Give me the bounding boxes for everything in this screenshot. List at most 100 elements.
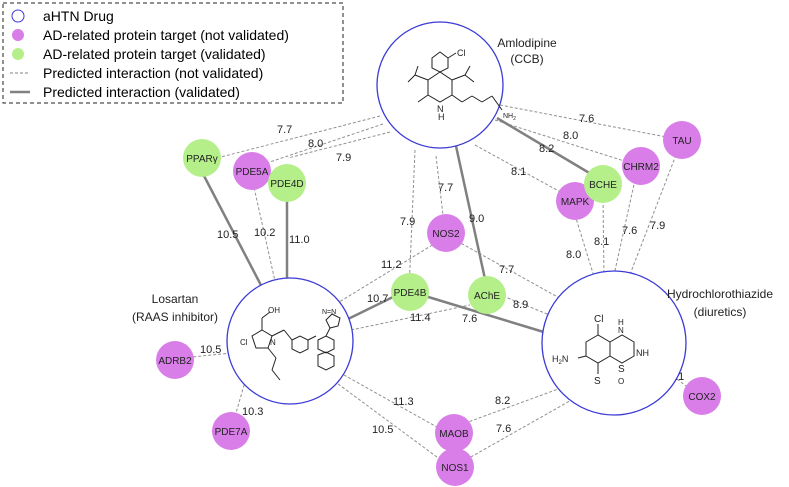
edge-label-los-pde5a: 10.2 bbox=[254, 227, 275, 239]
edge-label-hc-chrm2: 7.6 bbox=[622, 225, 637, 237]
edge-label-hc-nos1: 7.6 bbox=[496, 423, 511, 435]
tau-node[interactable] bbox=[663, 121, 701, 159]
edge-hc-chrm2 bbox=[611, 179, 636, 285]
ache-node[interactable] bbox=[468, 276, 506, 314]
legend: aHTN Drug AD-related protein target (not… bbox=[2, 2, 344, 104]
hctz-name: Hydrochlorothiazide bbox=[667, 287, 773, 301]
losartan-n: N bbox=[270, 338, 276, 347]
bche-node[interactable] bbox=[584, 165, 622, 203]
drug-legend-icon bbox=[11, 9, 25, 23]
edge-labels: 7.7 8.0 7.9 7.7 7.9 9.0 8.1 8.2 8.0 7.6 … bbox=[200, 113, 684, 436]
losartan-atoms: OH Cl N N=N bbox=[240, 306, 336, 347]
edge-label-hc-tau: 7.9 bbox=[650, 220, 665, 232]
amlodipine-structure bbox=[407, 51, 503, 111]
edge-hc-cox2 bbox=[676, 378, 691, 390]
edge-aml-pde4b bbox=[408, 149, 416, 292]
ppar-node[interactable] bbox=[183, 139, 221, 177]
nos1-label: NOS1 bbox=[441, 463, 469, 474]
hctz-n-top: N bbox=[618, 326, 624, 335]
edge-hc-mapk bbox=[574, 214, 597, 284]
edge-hc-nos1 bbox=[461, 397, 576, 463]
amlodipine-name: Amlodipine bbox=[497, 36, 557, 50]
edge-label-hc-maob: 8.2 bbox=[495, 395, 510, 407]
edge-aml-ache bbox=[454, 145, 487, 280]
pde7a-node[interactable] bbox=[212, 412, 250, 450]
nos2-label: NOS2 bbox=[432, 229, 460, 240]
edge-aml-nos2 bbox=[435, 155, 446, 233]
pde4d-label: PDE4D bbox=[270, 179, 303, 190]
amlodipine-node[interactable] bbox=[376, 21, 504, 149]
legend-validated-label: AD-related protein target (validated) bbox=[43, 46, 266, 62]
hctz-s1: S bbox=[594, 376, 601, 387]
edge-label-los-ppar: 10.5 bbox=[217, 229, 238, 241]
edge-aml-pde5a bbox=[251, 123, 384, 169]
amlodipine-n: N bbox=[437, 104, 444, 114]
nos1-node[interactable] bbox=[436, 448, 474, 486]
chrm2-node[interactable] bbox=[622, 147, 660, 185]
hctz-nh-bottom: NH bbox=[636, 348, 649, 358]
amlodipine-nh2: NH2 bbox=[503, 113, 516, 122]
pde5a-node[interactable] bbox=[233, 152, 271, 190]
maob-label: MAOB bbox=[439, 429, 469, 440]
edge-aml-pde4d bbox=[287, 131, 391, 159]
losartan-oh: OH bbox=[268, 306, 280, 315]
edge-hc-pde4b bbox=[424, 294, 548, 335]
mapk-node[interactable] bbox=[556, 182, 594, 220]
losartan-tetrazole: N=N bbox=[322, 309, 336, 316]
edge-label-hc-mapk: 8.0 bbox=[566, 249, 581, 261]
edge-aml-mapk bbox=[474, 144, 576, 201]
legend-pred-not-validated-label: Predicted interaction (not validated) bbox=[43, 65, 263, 81]
edge-label-aml-pde5a: 8.0 bbox=[308, 138, 323, 150]
pde4d-node[interactable] bbox=[268, 164, 306, 202]
adrb2-label: ADRB2 bbox=[158, 356, 192, 367]
edge-label-aml-bche: 8.2 bbox=[539, 143, 554, 155]
pde4b-node[interactable] bbox=[391, 273, 429, 311]
edge-label-los-nos2: 11.2 bbox=[381, 259, 402, 271]
edge-los-pde5a bbox=[252, 182, 278, 291]
mapk-label: MAPK bbox=[561, 197, 590, 208]
nos2-node[interactable] bbox=[427, 214, 465, 252]
legend-pred-validated-label: Predicted interaction (validated) bbox=[43, 84, 240, 100]
bche-label: BCHE bbox=[589, 180, 617, 191]
edge-label-aml-pde4b: 7.9 bbox=[400, 216, 415, 228]
solid-edges bbox=[200, 116, 592, 335]
edge-aml-ppar bbox=[216, 115, 381, 159]
losartan-class: (RAAS inhibitor) bbox=[132, 310, 218, 324]
edge-label-los-pde7a: 10.3 bbox=[242, 406, 263, 418]
edge-label-aml-ppar: 7.7 bbox=[277, 124, 292, 136]
amlodipine-cl: Cl bbox=[457, 48, 466, 58]
hctz-h-top: H bbox=[618, 318, 624, 327]
hydrochlorothiazide-node[interactable] bbox=[541, 270, 687, 416]
edge-label-hc-ache: 8.9 bbox=[513, 299, 528, 311]
edge-los-ache bbox=[350, 304, 471, 331]
edge-hc-maob bbox=[459, 387, 562, 426]
edge-hc-ache bbox=[502, 295, 553, 317]
edge-label-los-pde4d: 11.0 bbox=[289, 234, 310, 246]
ache-label: AChE bbox=[474, 291, 500, 302]
edge-aml-chrm2 bbox=[494, 119, 641, 167]
cox2-node[interactable] bbox=[683, 377, 721, 415]
edge-los-adrb2 bbox=[191, 351, 242, 358]
edge-label-aml-pde4d: 7.9 bbox=[336, 152, 351, 164]
edge-label-los-ache: 11.4 bbox=[410, 312, 431, 324]
losartan-node[interactable] bbox=[226, 277, 354, 405]
edge-label-hc-nos2: 7.7 bbox=[499, 264, 514, 276]
pde4b-label: PDE4B bbox=[394, 288, 427, 299]
edge-los-nos2 bbox=[335, 243, 435, 305]
adrb2-node[interactable] bbox=[156, 341, 194, 379]
edge-label-hc-bche: 8.1 bbox=[594, 236, 609, 248]
maob-node[interactable] bbox=[435, 414, 473, 452]
hctz-class: (diuretics) bbox=[694, 305, 747, 319]
amlodipine-class: (CCB) bbox=[510, 52, 543, 66]
cox2-label: COX2 bbox=[688, 392, 716, 403]
edge-label-aml-nos2: 7.7 bbox=[438, 182, 453, 194]
legend-border bbox=[2, 2, 344, 104]
hctz-s2: S bbox=[618, 364, 625, 375]
hctz-structure bbox=[577, 324, 635, 374]
edge-label-los-maob: 11.3 bbox=[393, 396, 414, 408]
amlodipine-atoms: Cl N H NH2 bbox=[437, 48, 516, 122]
edge-label-aml-mapk: 8.1 bbox=[511, 166, 526, 178]
edge-label-hc-pde4b: 7.6 bbox=[462, 313, 477, 325]
dashed-edges bbox=[191, 104, 691, 464]
